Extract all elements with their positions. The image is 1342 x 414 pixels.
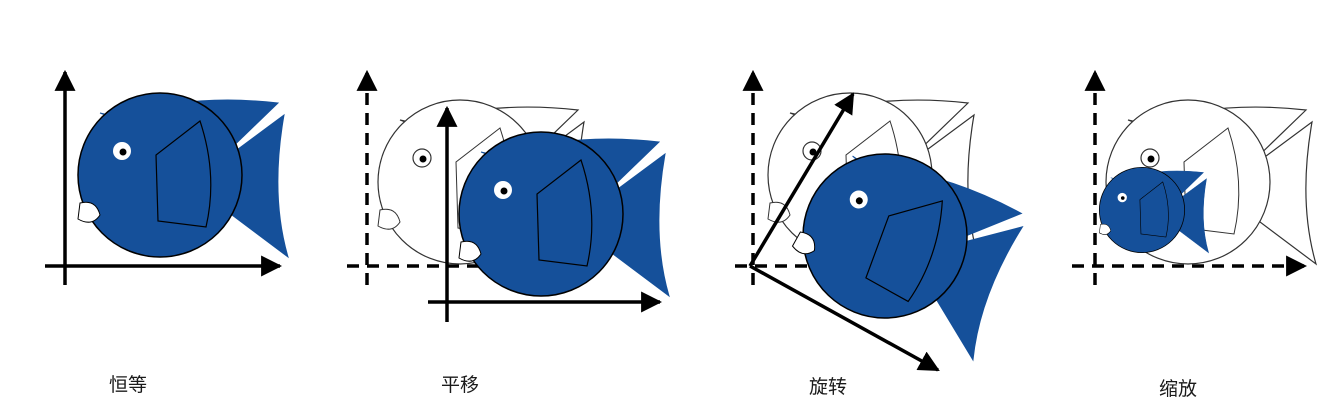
- label-scaling: 缩放: [1158, 378, 1198, 400]
- label-rotation: 旋转: [808, 376, 848, 398]
- panel-translation: [347, 69, 670, 322]
- rotated-y-axis: [748, 92, 855, 267]
- panel-rotation: [735, 69, 1036, 372]
- label-translation: 平移: [440, 374, 480, 396]
- fish-icon: [458, 131, 670, 297]
- rotated-x-axis: [749, 264, 940, 372]
- panel-scaling: [1072, 69, 1317, 285]
- panel-identity: [45, 69, 289, 285]
- fish-icon: [77, 92, 289, 258]
- label-identity: 恒等: [108, 374, 148, 396]
- fish-icon: [1098, 166, 1209, 254]
